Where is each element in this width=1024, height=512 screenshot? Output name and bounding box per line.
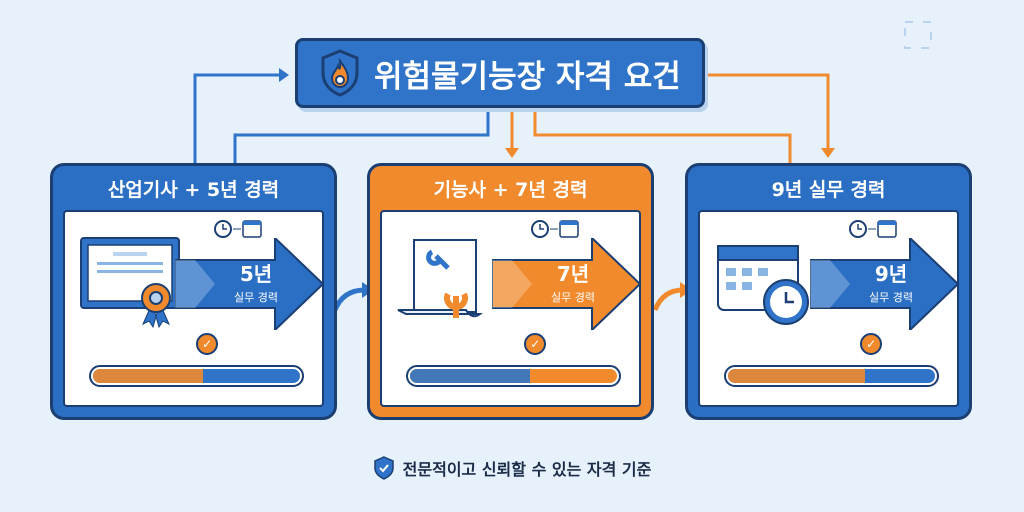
clock-to-calendar-icon — [849, 220, 897, 238]
experience-label: 실무 경력 — [234, 291, 278, 304]
footer-text: 전문적이고 신뢰할 수 있는 자격 기준 — [402, 460, 652, 479]
experience-label: 실무 경력 — [869, 291, 913, 304]
page-title: 위험물기능장 자격 요건 — [374, 58, 681, 95]
progress-bar — [724, 365, 939, 387]
progress-bar — [89, 365, 304, 387]
calendar-clock-icon — [714, 236, 819, 335]
card-heading: 기능사 + 7년 경력 — [433, 178, 588, 201]
card-heading: 산업기사 + 5년 경력 — [107, 178, 280, 201]
certificate-icon — [79, 236, 184, 335]
clock-to-calendar-icon — [531, 220, 579, 238]
check-marker-icon: ✓ — [196, 333, 219, 355]
shield-check-icon — [373, 456, 394, 480]
title-banner: 위험물기능장 자격 요건 — [295, 38, 705, 108]
wrench-document-icon — [396, 236, 501, 335]
years-label: 7년 — [556, 262, 590, 286]
footer-note: 전문적이고 신뢰할 수 있는 자격 기준 — [0, 456, 1024, 480]
experience-label: 실무 경력 — [551, 291, 595, 304]
years-label: 9년 — [874, 262, 908, 286]
clock-to-calendar-icon — [214, 220, 262, 238]
check-marker-icon: ✓ — [524, 333, 547, 355]
years-label: 5년 — [239, 262, 273, 286]
check-marker-icon: ✓ — [860, 333, 883, 355]
shield-fire-icon — [321, 49, 359, 97]
progress-bar — [406, 365, 621, 387]
card-heading: 9년 실무 경력 — [771, 178, 886, 201]
